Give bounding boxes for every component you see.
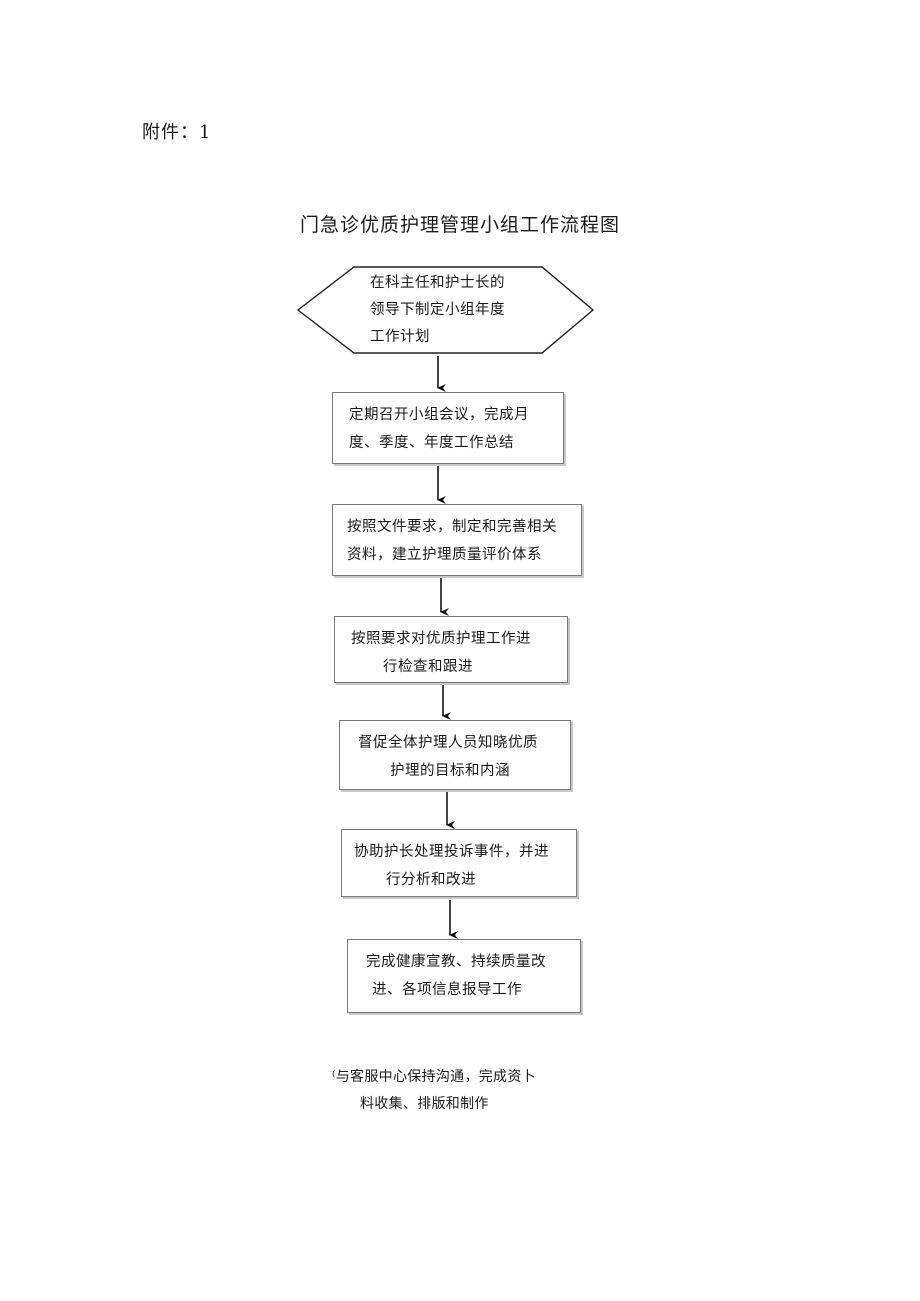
attachment-label: 附件：1 xyxy=(142,122,212,143)
step-complaints-box: 协助护长处理投诉事件，并进 行分析和改进 xyxy=(341,829,577,897)
step-awareness-box: 督促全体护理人员知晓优质 护理的目标和内涵 xyxy=(339,720,571,790)
step-meeting-box: 定期召开小组会议，完成月 度、季度、年度工作总结 xyxy=(332,392,564,464)
step-line: 资料，建立护理质量评价体系 xyxy=(347,547,542,563)
step-line: 定期召开小组会议，完成月 xyxy=(349,407,529,423)
step-line: 领导下制定小组年度 xyxy=(370,302,505,318)
step-line: 完成健康宣教、持续质量改 xyxy=(366,954,546,970)
step-inspection-box: 按照要求对优质护理工作进 行检查和跟进 xyxy=(334,616,568,683)
step-line: 按照文件要求，制定和完善相关 xyxy=(347,519,557,535)
step-line: 行检查和跟进 xyxy=(383,659,473,675)
step-line: 度、季度、年度工作总结 xyxy=(349,435,514,451)
step-line: 护理的目标和内涵 xyxy=(390,763,510,779)
flowchart-title: 门急诊优质护理管理小组工作流程图 xyxy=(299,214,620,236)
step-line: 进、各项信息报导工作 xyxy=(372,982,522,998)
step-education-box: 完成健康宣教、持续质量改 进、各项信息报导工作 xyxy=(347,939,581,1013)
note-line: 料收集、排版和制作 xyxy=(360,1096,489,1112)
note-line: ⁽与客服中心保持沟通，完成资卜 xyxy=(332,1069,536,1085)
step-line: 工作计划 xyxy=(370,329,430,345)
step-documents-box: 按照文件要求，制定和完善相关 资料，建立护理质量评价体系 xyxy=(332,504,582,576)
step-line: 按照要求对优质护理工作进 xyxy=(351,631,531,647)
step-plan-text: 在科主任和护士长的 领导下制定小组年度 工作计划 xyxy=(370,268,580,351)
step-line: 行分析和改进 xyxy=(386,872,476,888)
start-hexagon xyxy=(296,266,595,354)
trailing-note: ⁽与客服中心保持沟通，完成资卜 料收集、排版和制作 xyxy=(332,1064,536,1118)
step-line: 督促全体护理人员知晓优质 xyxy=(358,735,538,751)
step-line: 在科主任和护士长的 xyxy=(370,275,505,291)
step-line: 协助护长处理投诉事件，并进 xyxy=(354,844,549,860)
